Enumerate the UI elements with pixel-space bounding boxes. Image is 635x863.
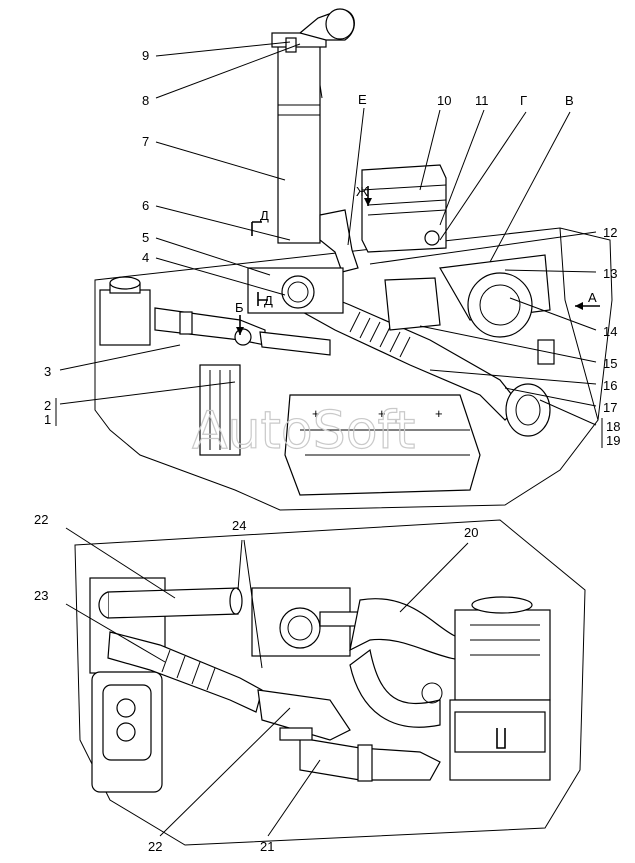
port-circle-1 — [116, 698, 136, 718]
callout-2: 2 — [44, 398, 51, 413]
view-mark-Zh: Ж — [356, 184, 368, 199]
lower-compartment-outline — [74, 519, 586, 846]
elbow-duct — [384, 277, 441, 331]
air-cleaner-lower — [449, 596, 551, 781]
pipe-20-lower — [349, 648, 441, 728]
callout-numbers: 9 8 7 6 5 4 3 2 1 10 11 12 13 14 15 16 1… — [34, 48, 620, 854]
callout-21: 21 — [260, 839, 274, 854]
engine-block-top: + + + — [199, 364, 481, 496]
view-mark-D-top: Д — [260, 208, 269, 223]
callout-15: 15 — [603, 356, 617, 371]
callout-20: 20 — [464, 525, 478, 540]
view-mark-V: В — [565, 93, 574, 108]
view-mark-D-bottom: Д — [264, 293, 273, 308]
pipe-23-body — [107, 631, 263, 713]
lower-assembly-view — [74, 519, 586, 846]
fan-ring — [467, 272, 533, 338]
left-intake-branch — [154, 307, 331, 356]
arrow-D-top — [251, 221, 262, 236]
turbo-inlet-housing — [247, 267, 344, 314]
arrow-D-bottom — [257, 292, 268, 306]
canister-cap — [109, 276, 141, 290]
callout-22-top: 22 — [34, 512, 48, 527]
view-mark-A: А — [588, 290, 597, 305]
compartment-outline — [94, 227, 613, 511]
callout-19: 19 — [606, 433, 620, 448]
clamp-bolt — [285, 37, 297, 53]
left-clamp — [179, 311, 193, 335]
fan-housing — [384, 254, 555, 365]
callout-24: 24 — [232, 518, 246, 533]
callout-4: 4 — [142, 250, 149, 265]
view-mark-E: Е — [358, 92, 367, 107]
air-cleaner-lower-band — [454, 711, 546, 753]
canister-body — [99, 289, 151, 346]
view-marks: Е Г В А Б Ж Д Д — [235, 92, 597, 315]
upper-assembly-view: + + + — [94, 8, 613, 511]
left-fitting — [234, 328, 252, 346]
callout-17: 17 — [603, 400, 617, 415]
stack-cap-end — [325, 8, 355, 40]
watermark: AutoSoft — [192, 401, 415, 461]
pipe-21-bracket — [279, 727, 313, 741]
central-port — [279, 607, 321, 649]
pipe-22-lower — [257, 689, 351, 741]
callout-9: 9 — [142, 48, 149, 63]
compartment-edge — [559, 227, 599, 421]
section-arrows — [236, 186, 600, 335]
stack-pipe — [277, 37, 321, 244]
callout-7: 7 — [142, 134, 149, 149]
callout-11: 11 — [475, 93, 489, 108]
svg-text:+: + — [435, 406, 443, 421]
turbo-elbow — [505, 383, 551, 437]
callout-1: 1 — [44, 412, 51, 427]
leader-lines-upper — [55, 41, 603, 448]
pipe-21 — [279, 727, 441, 782]
callout-8: 8 — [142, 93, 149, 108]
callout-18: 18 — [606, 419, 620, 434]
air-cleaner-clamp — [424, 230, 440, 246]
callout-13: 13 — [603, 266, 617, 281]
leader-lines-lower — [65, 527, 469, 837]
crossover-pipe — [259, 331, 331, 356]
callout-10: 10 — [437, 93, 451, 108]
upper-duct — [319, 209, 359, 273]
svg-text:+: + — [312, 406, 320, 421]
svg-text:+: + — [378, 406, 386, 421]
callout-14: 14 — [603, 324, 617, 339]
callout-22-bottom: 22 — [148, 839, 162, 854]
engine-block — [284, 394, 481, 496]
turbo-flange — [505, 383, 551, 437]
port-circle-2 — [116, 722, 136, 742]
pipe-21-clamp — [357, 744, 373, 782]
housing-port — [281, 275, 315, 309]
central-clamp — [319, 611, 361, 627]
callout-16: 16 — [603, 378, 617, 393]
view-mark-B: Б — [235, 300, 244, 315]
callout-5: 5 — [142, 230, 149, 245]
pipe-23 — [107, 631, 263, 713]
intake-stack — [271, 8, 355, 244]
pipe-22-upper — [98, 587, 243, 619]
left-canister — [99, 276, 151, 346]
pipe-22-upper-body — [107, 587, 239, 619]
callout-6: 6 — [142, 198, 149, 213]
view-mark-G: Г — [520, 93, 527, 108]
callout-23: 23 — [34, 588, 48, 603]
callout-12: 12 — [603, 225, 617, 240]
callout-3: 3 — [44, 364, 51, 379]
air-cleaner-top — [361, 164, 447, 253]
central-housing — [251, 587, 361, 657]
